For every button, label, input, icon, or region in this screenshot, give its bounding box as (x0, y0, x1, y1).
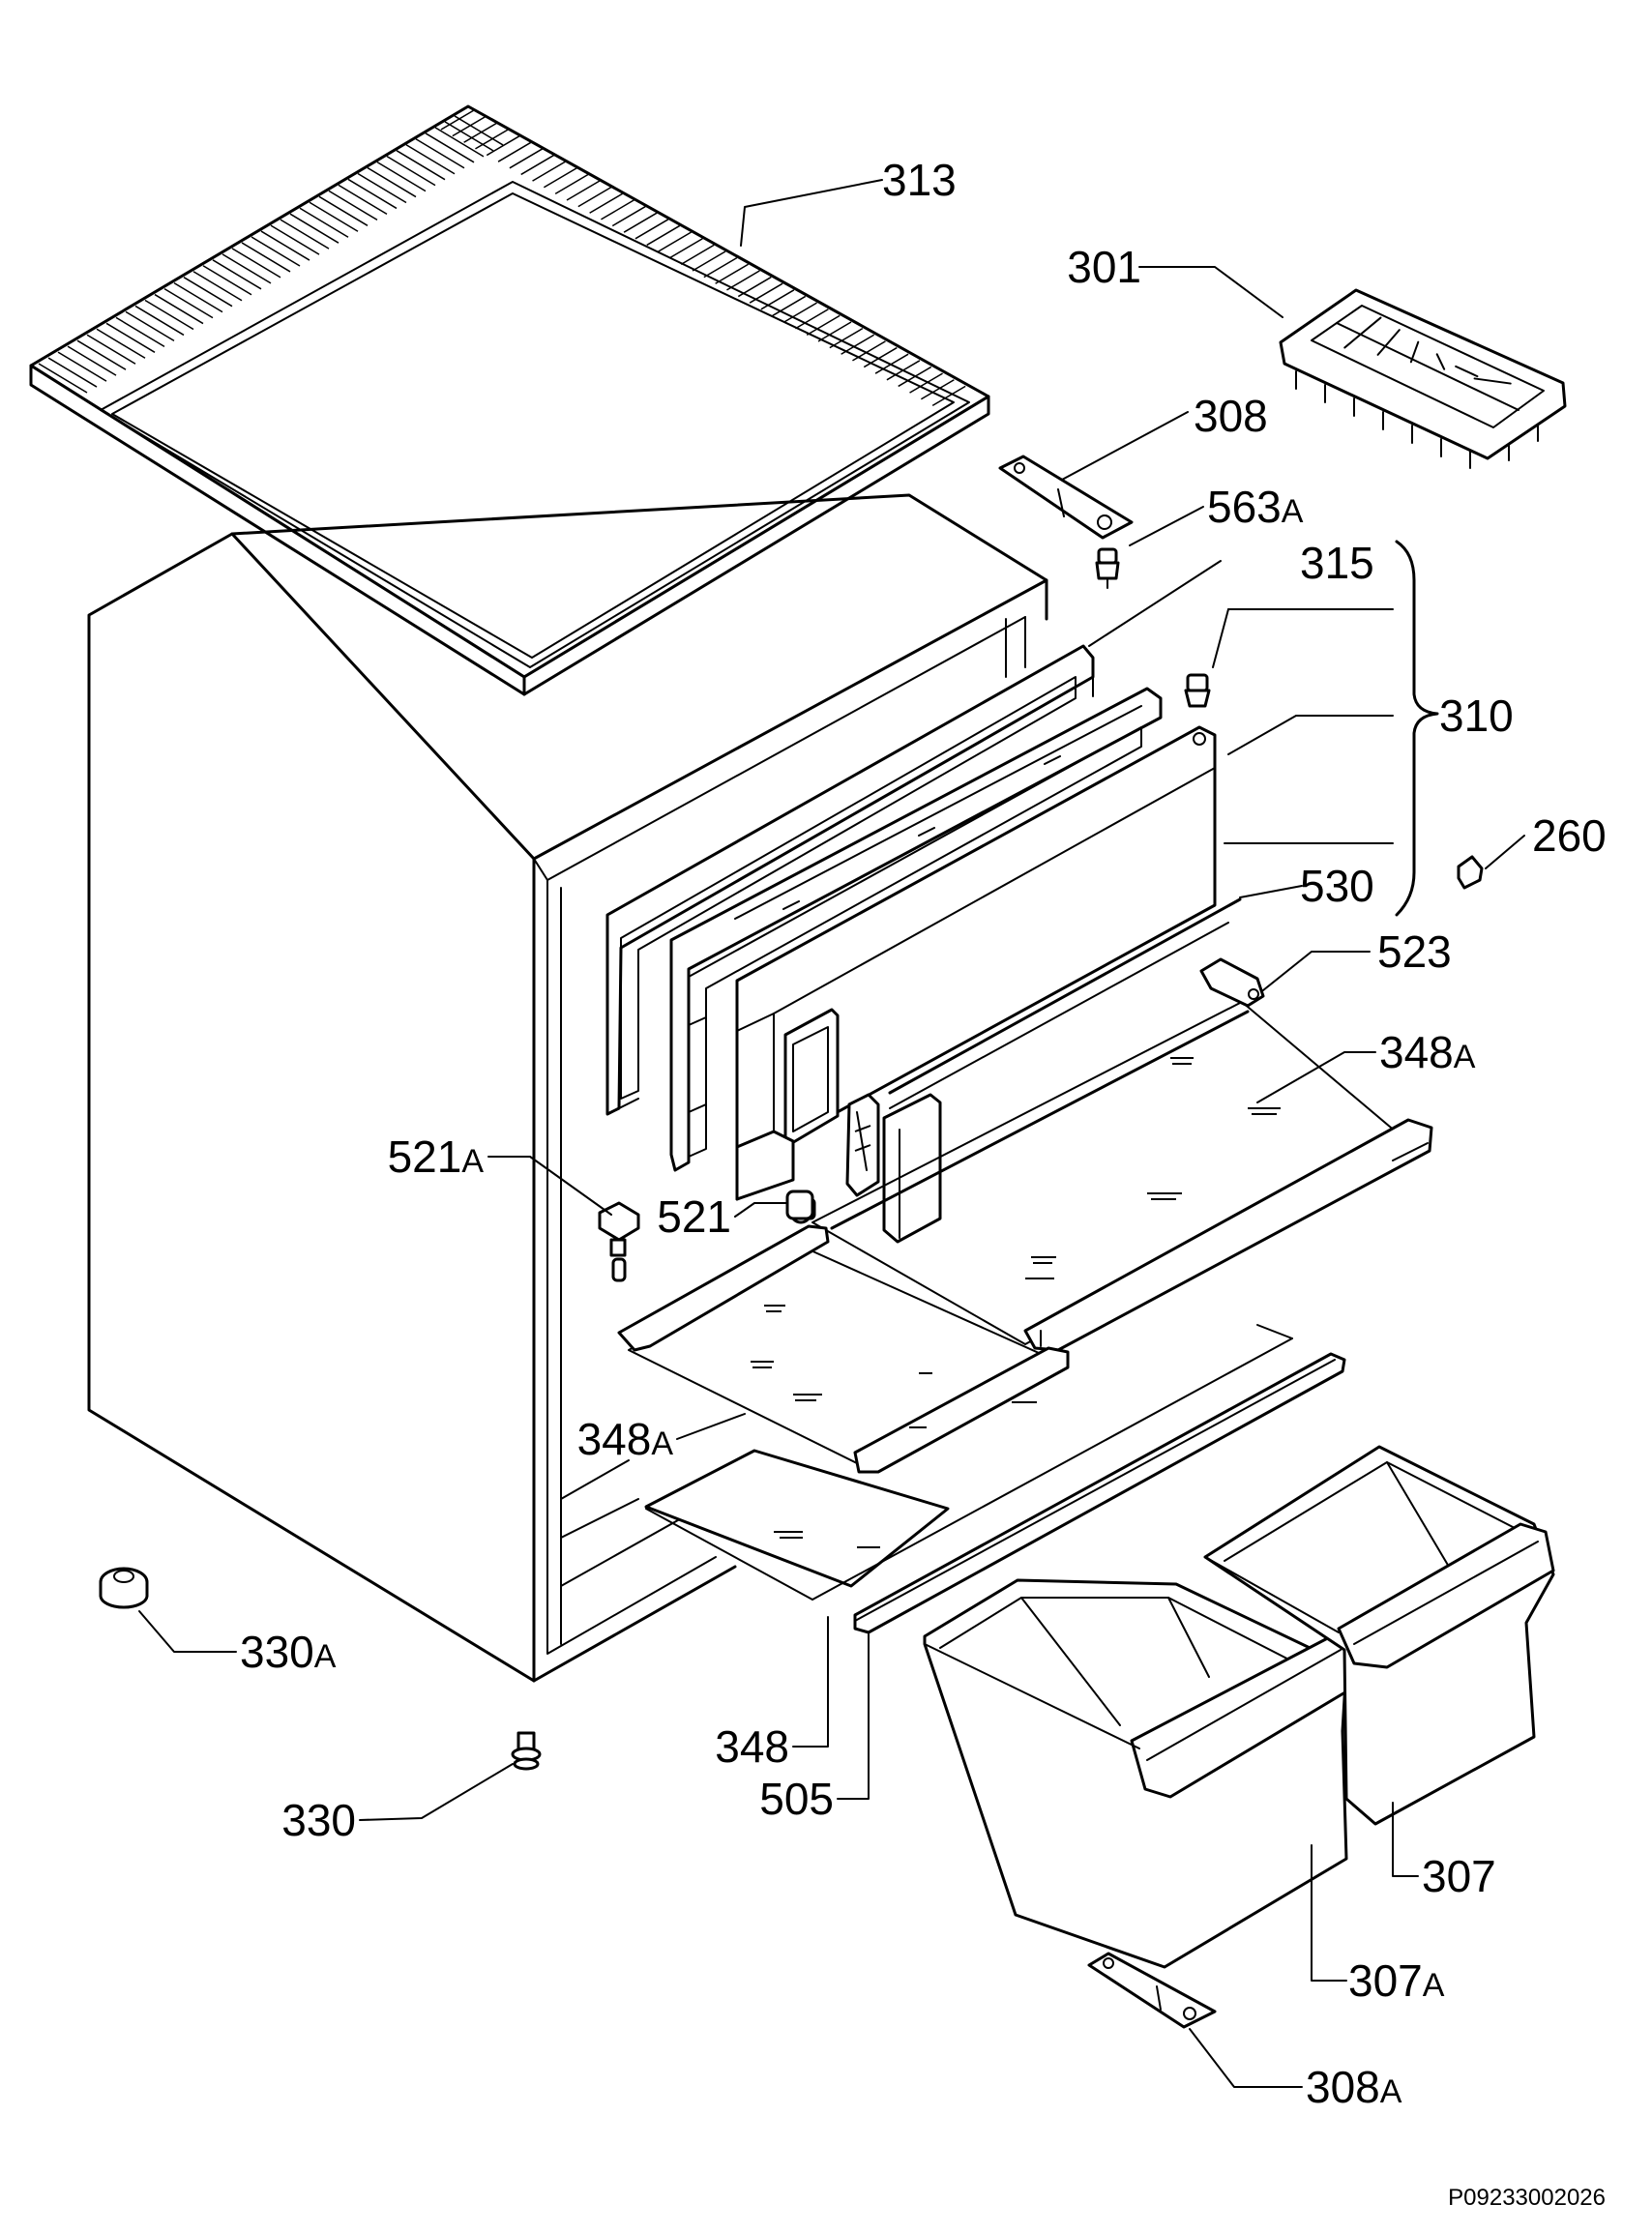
callout-label-308a: 308A (1306, 2062, 1402, 2112)
callout-label-563a: 563A (1207, 482, 1304, 532)
lower-hinge-bracket-part (1087, 1952, 1217, 2029)
callout-label-313: 313 (882, 155, 957, 205)
callout-label-521: 521 (657, 1191, 731, 1242)
crisper-drawer-small-part (1203, 1445, 1555, 1826)
upper-glass-shelf-part (811, 1001, 1433, 1352)
callout-label-348a-upper: 348A (1379, 1027, 1476, 1077)
callout-label-301: 301 (1067, 242, 1141, 292)
callout-label-260: 260 (1532, 810, 1607, 861)
foot-part (99, 1567, 149, 1609)
shelf-strip-part (888, 897, 1242, 1109)
callout-label-523: 523 (1377, 926, 1452, 977)
callout-label-330: 330 (281, 1795, 356, 1845)
cabinet-body (87, 493, 1048, 1683)
hinge-pin-part (1095, 547, 1120, 589)
door-gasket-part (605, 644, 1095, 1116)
lower-glass-shelf-part (617, 1224, 1070, 1474)
crisper-drawer-large-part (923, 1578, 1352, 1969)
lamp-clip-part (598, 1201, 640, 1282)
knob-part (785, 1190, 814, 1220)
callout-label-348: 348 (715, 1721, 789, 1772)
door-pin-part (1184, 673, 1211, 708)
glass-reflection-marks (1025, 1057, 1281, 1279)
callout-label-348a-lower: 348A (577, 1414, 674, 1464)
leader-lines (138, 179, 1525, 2088)
inner-door-frame-part (669, 687, 1163, 1172)
callout-label-308: 308 (1194, 391, 1268, 441)
group-bracket (1395, 540, 1439, 917)
callout-labels: 313 301 308 563A 315 310 260 530 523 348… (240, 155, 1607, 2112)
hinge-bracket-part (998, 455, 1134, 540)
glass-plate-part (644, 1324, 1293, 1601)
callout-label-310: 310 (1439, 690, 1514, 741)
ice-tray-part (1279, 288, 1567, 469)
drawing-code: P09233002026 (1448, 2185, 1606, 2211)
callout-label-330a: 330A (240, 1627, 337, 1677)
callout-label-315: 315 (1300, 538, 1374, 588)
trim-strip-part (853, 1352, 1346, 1634)
callout-label-521a: 521A (388, 1131, 485, 1182)
callout-label-530: 530 (1300, 861, 1374, 911)
callout-label-307a: 307A (1348, 1955, 1445, 2006)
callout-label-307: 307 (1422, 1851, 1496, 1901)
clip-part (1457, 855, 1484, 890)
shelf-support-part (1199, 957, 1265, 1008)
callout-label-505: 505 (759, 1774, 834, 1824)
freezer-door-part (735, 725, 1217, 1201)
screw-foot-part (511, 1731, 542, 1771)
